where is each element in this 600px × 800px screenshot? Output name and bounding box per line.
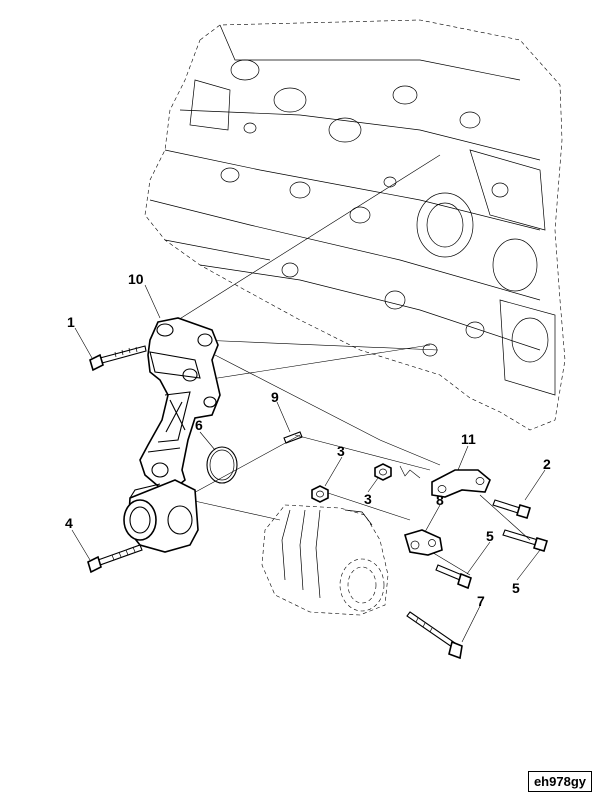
bolt-1 <box>89 345 147 372</box>
link-bar <box>431 469 491 498</box>
callout-8: 8 <box>436 492 444 508</box>
bolt-5b <box>502 529 548 552</box>
seal-ring <box>206 446 238 484</box>
callout-1: 1 <box>67 314 75 330</box>
callout-9: 9 <box>271 389 279 405</box>
leader-lines <box>169 154 531 576</box>
nut-3a <box>311 485 329 503</box>
callout-11: 11 <box>461 431 476 447</box>
bolt-4 <box>87 544 143 574</box>
callout-2: 2 <box>543 456 551 472</box>
nut-3b <box>374 463 392 481</box>
bolt-2 <box>492 499 531 519</box>
figure-id-label: eh978gy <box>527 771 592 792</box>
callout-7: 7 <box>477 593 485 609</box>
engine-block <box>144 19 566 431</box>
bolt-7 <box>406 611 463 660</box>
bolt-5a <box>435 564 472 590</box>
callout-5b: 5 <box>512 580 520 596</box>
callout-4: 4 <box>65 515 73 531</box>
callout-6: 6 <box>195 417 203 433</box>
stud <box>283 431 303 444</box>
callout-3b: 3 <box>364 491 372 507</box>
callout-3a: 3 <box>337 443 345 459</box>
callout-5a: 5 <box>486 528 494 544</box>
alternator-bracket <box>139 317 221 489</box>
callout-leaders <box>71 284 546 643</box>
inlet-housing <box>123 479 199 553</box>
alternator <box>261 504 389 616</box>
callout-10: 10 <box>128 271 144 287</box>
adjusting-bracket <box>404 529 443 556</box>
